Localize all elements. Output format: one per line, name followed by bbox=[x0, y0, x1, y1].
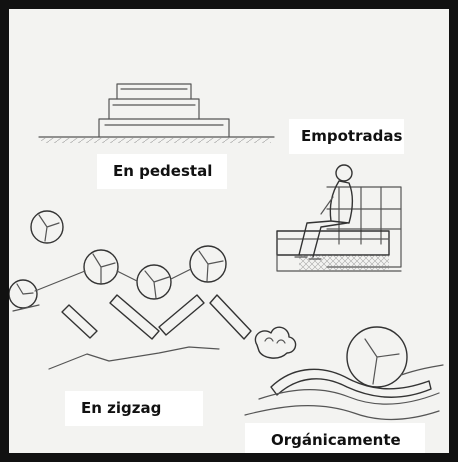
zigzag-planter-3 bbox=[158, 294, 205, 336]
tree-2 bbox=[83, 249, 119, 285]
tree-5 bbox=[9, 279, 38, 309]
zigzag-planter-2 bbox=[109, 294, 160, 340]
tree-3 bbox=[136, 264, 172, 300]
zigzag-planter-4 bbox=[209, 294, 252, 340]
built-in-bench-sketch bbox=[276, 164, 402, 272]
zigzag-planter-1 bbox=[61, 304, 98, 339]
tree-1 bbox=[30, 210, 64, 244]
label-empotradas: Empotradas bbox=[289, 119, 404, 154]
big-tree bbox=[346, 326, 408, 388]
label-en-pedestal: En pedestal bbox=[97, 154, 227, 189]
label-en-zigzag: En zigzag bbox=[65, 391, 203, 426]
label-organicamente: Orgánicamente bbox=[245, 423, 425, 453]
zigzag-sketch bbox=[9, 210, 252, 370]
shrub bbox=[254, 326, 297, 359]
tree-4 bbox=[189, 245, 227, 283]
pedestal-sketch bbox=[38, 83, 275, 143]
organic-sketch bbox=[244, 326, 444, 421]
planter-sketch bbox=[9, 83, 444, 421]
